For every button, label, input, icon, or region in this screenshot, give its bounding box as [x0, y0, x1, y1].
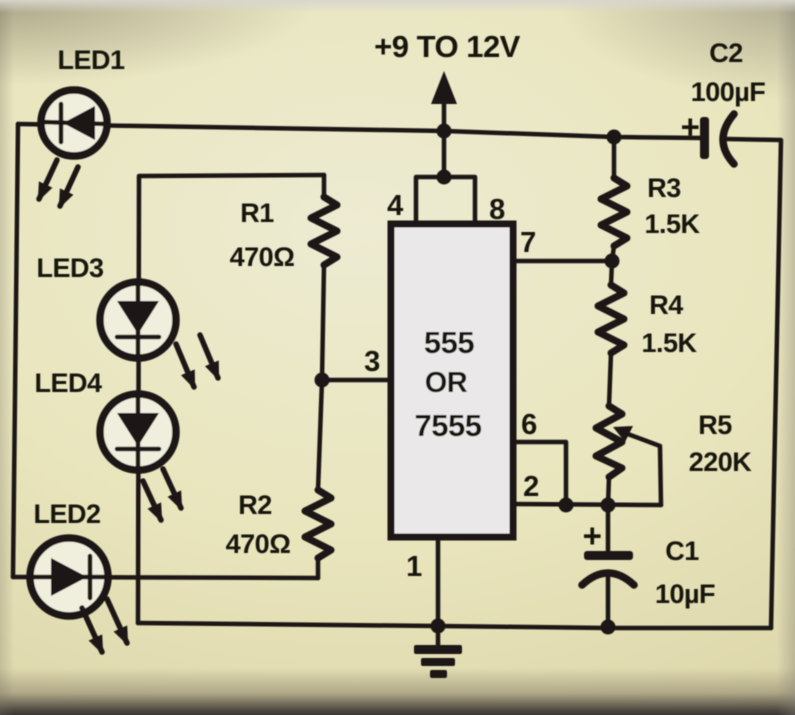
ic-name-line2: OR: [425, 367, 468, 399]
bottom-ground-rail: [135, 620, 774, 631]
inner-top-line: [137, 172, 327, 179]
top-power-rail: [15, 121, 706, 141]
r2-value-label: 470Ω: [226, 529, 291, 559]
ic-pin4-label: 4: [387, 190, 403, 222]
led3-light-ray: [197, 332, 221, 381]
led4-light-ray: [160, 466, 184, 511]
r1-ref-label: R1: [240, 198, 274, 228]
ic-555: 555 OR 7555 4 8 7 3 6 2 1: [364, 190, 539, 583]
led1-light-ray: [36, 157, 60, 202]
supply-arrowhead: [431, 71, 457, 104]
c1-plate-straight: [584, 551, 633, 560]
led2-label: LED2: [33, 499, 100, 529]
supply: +9 TO 12V: [374, 29, 521, 104]
r5-wiper-wire: [622, 430, 664, 508]
resistor-r1: R1 470Ω: [230, 193, 341, 272]
r4-zigzag: [594, 281, 628, 357]
r5-zigzag: [592, 402, 626, 481]
led3: LED3: [36, 253, 221, 390]
ic-pin8-label: 8: [489, 194, 505, 226]
resistor-r2: R2 470Ω: [226, 486, 335, 562]
r4-value-label: 1.5K: [641, 328, 697, 358]
ic-pin1-label: 1: [406, 551, 422, 583]
c2-ref-label: C2: [709, 38, 743, 68]
pin2-wire: [510, 501, 664, 508]
potentiometer-r5: R5 220K: [592, 402, 753, 481]
led4: LED4: [34, 368, 184, 523]
r3-ref-label: R3: [647, 173, 681, 203]
r4-r5-link: [606, 350, 614, 409]
ic-pin6-label: 6: [521, 409, 537, 441]
resistor-r4: R4 1.5K: [594, 281, 698, 358]
c1-ref-label: C1: [665, 536, 699, 566]
led2-light-ray: [79, 605, 105, 655]
resistor-r3: R3 1.5K: [597, 173, 701, 250]
ic-pin7-label: 7: [520, 227, 536, 259]
c1-plate-curved: [578, 569, 638, 589]
c2-plate-curved: [719, 110, 738, 168]
ic-pin2-label: 2: [523, 471, 539, 503]
led1-label: LED1: [57, 45, 125, 75]
supply-label: +9 TO 12V: [374, 29, 521, 64]
led4-light-ray: [140, 478, 164, 523]
r1-zigzag: [307, 193, 341, 269]
ic-name-line1: 555: [424, 325, 474, 360]
top-rail-right-and-right-rail: [724, 136, 784, 631]
junction-dots: [314, 123, 622, 635]
led1-light-ray: [57, 164, 81, 209]
led3-diode-triangle: [117, 301, 159, 334]
r3-value-label: 1.5K: [644, 209, 700, 239]
c1-polarity-sign: +: [583, 517, 602, 554]
led2: LED2: [26, 499, 130, 655]
c2-plate-straight: [700, 117, 709, 159]
capacitor-c1: + C1 10µF: [578, 517, 716, 609]
ic-name-line3: 7555: [415, 408, 482, 443]
r5-wiper-arrowhead: [613, 426, 633, 442]
c2-polarity-sign: +: [681, 108, 700, 145]
r2-ref-label: R2: [238, 490, 272, 520]
led4-diode-triangle: [117, 413, 159, 446]
capacitor-c2: + C2 100µF: [681, 38, 766, 168]
r2-zigzag: [301, 486, 335, 562]
left-rail: [10, 121, 21, 580]
led4-label: LED4: [34, 368, 102, 398]
ic-body: [387, 220, 517, 541]
c1-value-label: 10µF: [655, 579, 715, 609]
led1: LED1: [36, 45, 125, 209]
r1-value-label: 470Ω: [230, 242, 295, 272]
led1-diode-triangle: [63, 106, 95, 140]
r5-ref-label: R5: [698, 410, 732, 440]
ic-pin3-label: 3: [364, 346, 380, 378]
led2-light-ray: [104, 596, 130, 646]
led2-diode-triangle: [51, 558, 87, 596]
r4-ref-label: R4: [649, 290, 683, 320]
pin6-wire: [510, 439, 569, 508]
ground-symbol: [414, 645, 462, 678]
led3-light-ray: [173, 341, 197, 390]
c2-value-label: 100µF: [691, 77, 766, 107]
led3-label: LED3: [36, 253, 104, 283]
r5-value-label: 220K: [689, 447, 753, 477]
r3-zigzag: [597, 174, 631, 250]
